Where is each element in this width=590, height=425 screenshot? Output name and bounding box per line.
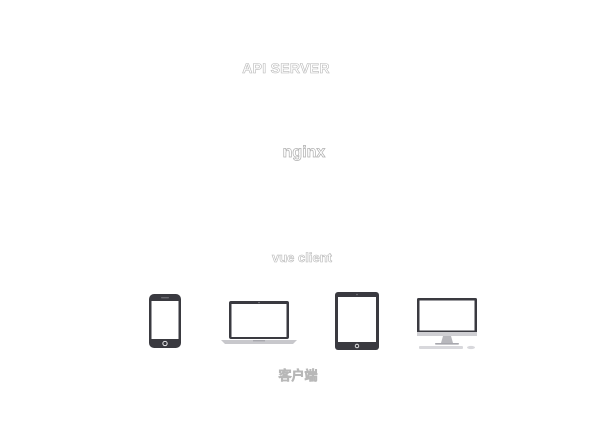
- nginx-label: nginx: [282, 144, 326, 162]
- desktop-monitor-icon: [417, 298, 477, 350]
- vue-client-label: vue client: [272, 250, 333, 266]
- api-server-label: API SERVER: [242, 60, 330, 77]
- client-label: 客户端: [278, 368, 318, 384]
- tablet-icon: [335, 292, 379, 350]
- smartphone-icon: [149, 294, 181, 348]
- laptop-icon: [221, 301, 297, 344]
